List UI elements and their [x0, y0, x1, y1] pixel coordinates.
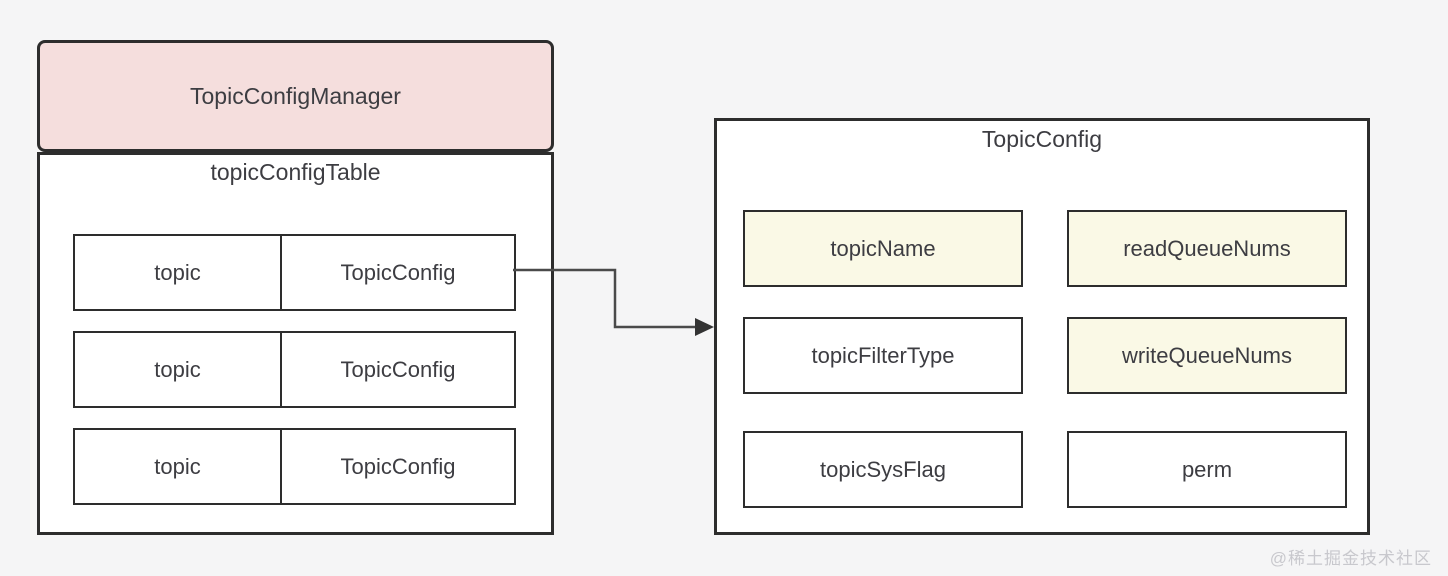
table-row: topic TopicConfig: [73, 234, 516, 311]
watermark-text: @稀土掘金技术社区: [1269, 549, 1432, 568]
table-row-value: TopicConfig: [340, 356, 456, 382]
topic-config-table-title: topicConfigTable: [210, 159, 381, 185]
table-row-value: TopicConfig: [340, 259, 456, 285]
topic-config-title: TopicConfig: [981, 126, 1103, 152]
field-box-topic-name: topicName: [743, 210, 1023, 287]
field-box-topic-filter-type: topicFilterType: [743, 317, 1023, 394]
table-row-key: topic: [75, 333, 282, 406]
topic-config-manager-title: TopicConfigManager: [190, 82, 401, 109]
field-box-perm: perm: [1067, 431, 1347, 508]
topic-config-box: TopicConfig topicName readQueueNums topi…: [714, 118, 1370, 535]
table-row-value: TopicConfig: [340, 453, 456, 479]
table-row: topic TopicConfig: [73, 428, 516, 505]
table-row-key: topic: [75, 430, 282, 503]
field-box-write-queue-nums: writeQueueNums: [1067, 317, 1347, 394]
topic-config-table-box: topicConfigTable topic TopicConfig topic…: [37, 152, 554, 535]
table-row-key: topic: [75, 236, 282, 309]
table-row: topic TopicConfig: [73, 331, 516, 408]
field-box-topic-sys-flag: topicSysFlag: [743, 431, 1023, 508]
topic-config-manager-box: TopicConfigManager: [37, 40, 554, 152]
field-box-read-queue-nums: readQueueNums: [1067, 210, 1347, 287]
